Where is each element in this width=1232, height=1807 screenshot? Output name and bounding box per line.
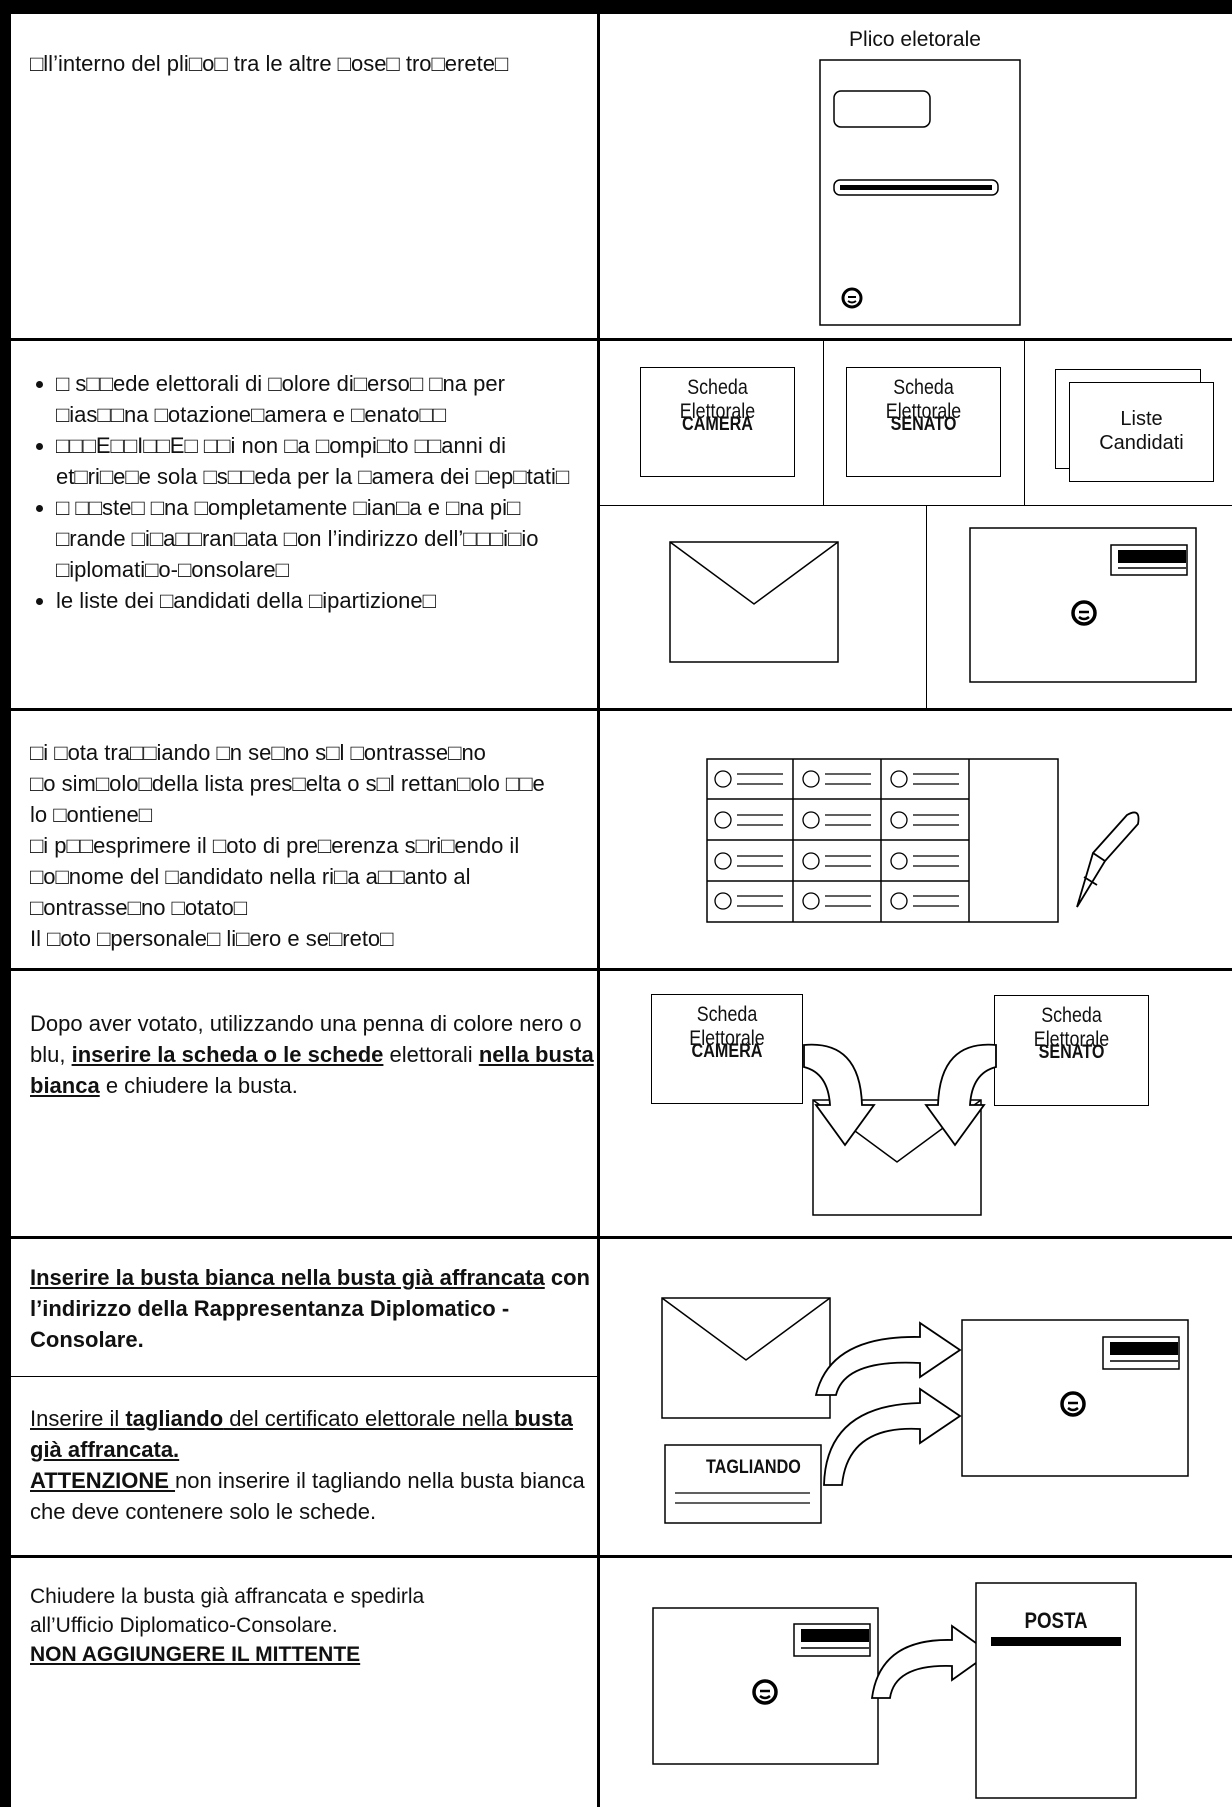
text-span-emphasis: busta già affrancata.: [30, 1406, 573, 1462]
tagliando-insert-illustration: [661, 1297, 1189, 1524]
ballot-grid-illustration: [706, 758, 1140, 923]
row4-paragraph: Dopo aver votato, utilizzando una penna …: [30, 1008, 595, 1101]
scheda-camera-card: Scheda Elettorale CAMERA: [651, 994, 803, 1104]
row6-line: all’Ufficio Diplomatico-Consolare.: [30, 1614, 338, 1637]
row3-line: Il □oto □personale□ li□ero e se□reto□: [30, 926, 394, 951]
text-span-emphasis: Inserire la busta bianca nella busta già…: [30, 1265, 545, 1290]
plico-envelope-illustration: [819, 59, 1021, 326]
subcell-divider: [926, 505, 927, 709]
tagliando-label: TAGLIANDO: [706, 1457, 801, 1478]
card-subtitle: CAMERA: [691, 1041, 763, 1062]
card-title: Scheda Elettorale: [885, 376, 962, 423]
text-span: con l’indirizzo della Rappresentanza Dip…: [30, 1265, 590, 1352]
arrow-down-icon: [924, 1043, 997, 1147]
column-divider: [597, 14, 600, 1807]
arrow-right-icon: [823, 1387, 962, 1486]
text-span: elettorali: [383, 1042, 479, 1067]
insert-arrows-envelope-illustration: [803, 1043, 997, 1216]
text-span: e chiudere la busta.: [99, 1073, 298, 1098]
subcell-divider: [11, 1376, 597, 1377]
row5-text-b: Inserire il tagliando del certificato el…: [30, 1403, 595, 1527]
scheda-senato-card: Scheda Elettorale SENATO: [994, 995, 1149, 1106]
row3-line: lo □ontiene□: [30, 802, 152, 827]
scheda-camera-card: Scheda Elettorale CAMERA: [640, 367, 795, 477]
row3-line: □o sim□olo□della lista pres□elta o s□l r…: [30, 771, 545, 796]
row6-text: Chiudere la busta già affrancata e spedi…: [30, 1582, 590, 1669]
pen-icon: [1076, 811, 1140, 908]
plico-title: Plico eletorale: [849, 28, 981, 51]
row3-line: □i □ota tra□□iando □n se□no s□l □ontrass…: [30, 740, 486, 765]
row3-text: □i □ota tra□□iando □n se□no s□l □ontrass…: [30, 737, 590, 954]
row1-paragraph: □ll’interno del pli□o□ tra le altre □ose…: [30, 51, 509, 76]
row3-line: □o□nome del □andidato nella ri□a a□□anto…: [30, 864, 471, 889]
stamped-envelope-icon: [969, 527, 1197, 683]
bullet-item: □ □□ste□ □na □ompletamente □ian□a e □na …: [56, 492, 590, 585]
row3-line: □ontrasse□no □otato□: [30, 895, 248, 920]
text-span-emphasis: inserire la scheda o le schede: [71, 1042, 384, 1067]
liste-candidati-card: Liste Candidati: [1069, 382, 1214, 482]
liste-label-line: Liste: [1120, 408, 1163, 430]
top-border: [0, 0, 1232, 14]
scheda-senato-card: Scheda Elettorale SENATO: [846, 367, 1001, 477]
row1-text: □ll’interno del pli□o□ tra le altre □ose…: [30, 48, 590, 79]
text-span-emphasis: tagliando: [125, 1406, 224, 1431]
text-span: Dopo aver votato, utilizzando una penna …: [30, 1011, 582, 1067]
text-span: Inserire il: [30, 1406, 126, 1431]
subcell-divider: [1024, 340, 1025, 506]
row3-line: □i p□□esprimere il □oto di pre□erenza s□…: [30, 833, 520, 858]
text-span-emphasis: nella busta bianca: [30, 1042, 594, 1098]
card-title: Scheda Elettorale: [1033, 1004, 1110, 1051]
row4-text: Dopo aver votato, utilizzando una penna …: [30, 1008, 595, 1101]
bullet-item: □ s□□ede elettorali di □olore di□erso□ □…: [56, 368, 590, 430]
posta-label: POSTA: [1024, 1608, 1088, 1633]
row-divider: [11, 338, 1232, 341]
white-envelope-icon: [669, 541, 839, 663]
card-title: Scheda Elettorale: [689, 1003, 765, 1050]
row-divider: [11, 968, 1232, 971]
bullet-item: le liste dei □andidati della □ipartizion…: [56, 585, 590, 616]
arrow-right-icon: [870, 1624, 992, 1699]
text-span: non inserire il tagliando nella busta bi…: [30, 1468, 585, 1524]
liste-label-line: Candidati: [1099, 432, 1184, 454]
left-border: [0, 0, 11, 1807]
subcell-divider: [823, 340, 824, 506]
emblem-icon: [841, 287, 863, 309]
card-title: Scheda Elettorale: [679, 376, 756, 423]
mail-posta-illustration: [652, 1582, 1137, 1799]
bullet-item: □□□E□□I□□E□ □□i non □a □ompi□to □□anni d…: [56, 430, 590, 492]
row-divider: [11, 1555, 1232, 1558]
text-span: del certificato elettorale nella: [223, 1406, 515, 1431]
row5-paragraph: Inserire la busta bianca nella busta già…: [30, 1262, 595, 1355]
arrow-right-icon: [814, 1321, 962, 1396]
card-subtitle: SENATO: [1038, 1042, 1105, 1063]
text-span-emphasis: ATTENZIONE: [30, 1468, 176, 1493]
row6-line: Chiudere la busta già affrancata e spedi…: [30, 1585, 425, 1608]
subcell-divider: [597, 505, 1232, 506]
row6-warning: NON AGGIUNGERE IL MITTENTE: [30, 1643, 361, 1666]
row2-text: □ s□□ede elettorali di □olore di□erso□ □…: [30, 368, 590, 616]
card-subtitle: CAMERA: [682, 414, 753, 435]
row-divider: [11, 1236, 1232, 1239]
row5-text-a: Inserire la busta bianca nella busta già…: [30, 1262, 595, 1355]
row5-paragraph: Inserire il tagliando del certificato el…: [30, 1403, 595, 1527]
card-subtitle: SENATO: [890, 414, 957, 435]
row-divider: [11, 708, 1232, 711]
arrow-down-icon: [803, 1043, 876, 1147]
